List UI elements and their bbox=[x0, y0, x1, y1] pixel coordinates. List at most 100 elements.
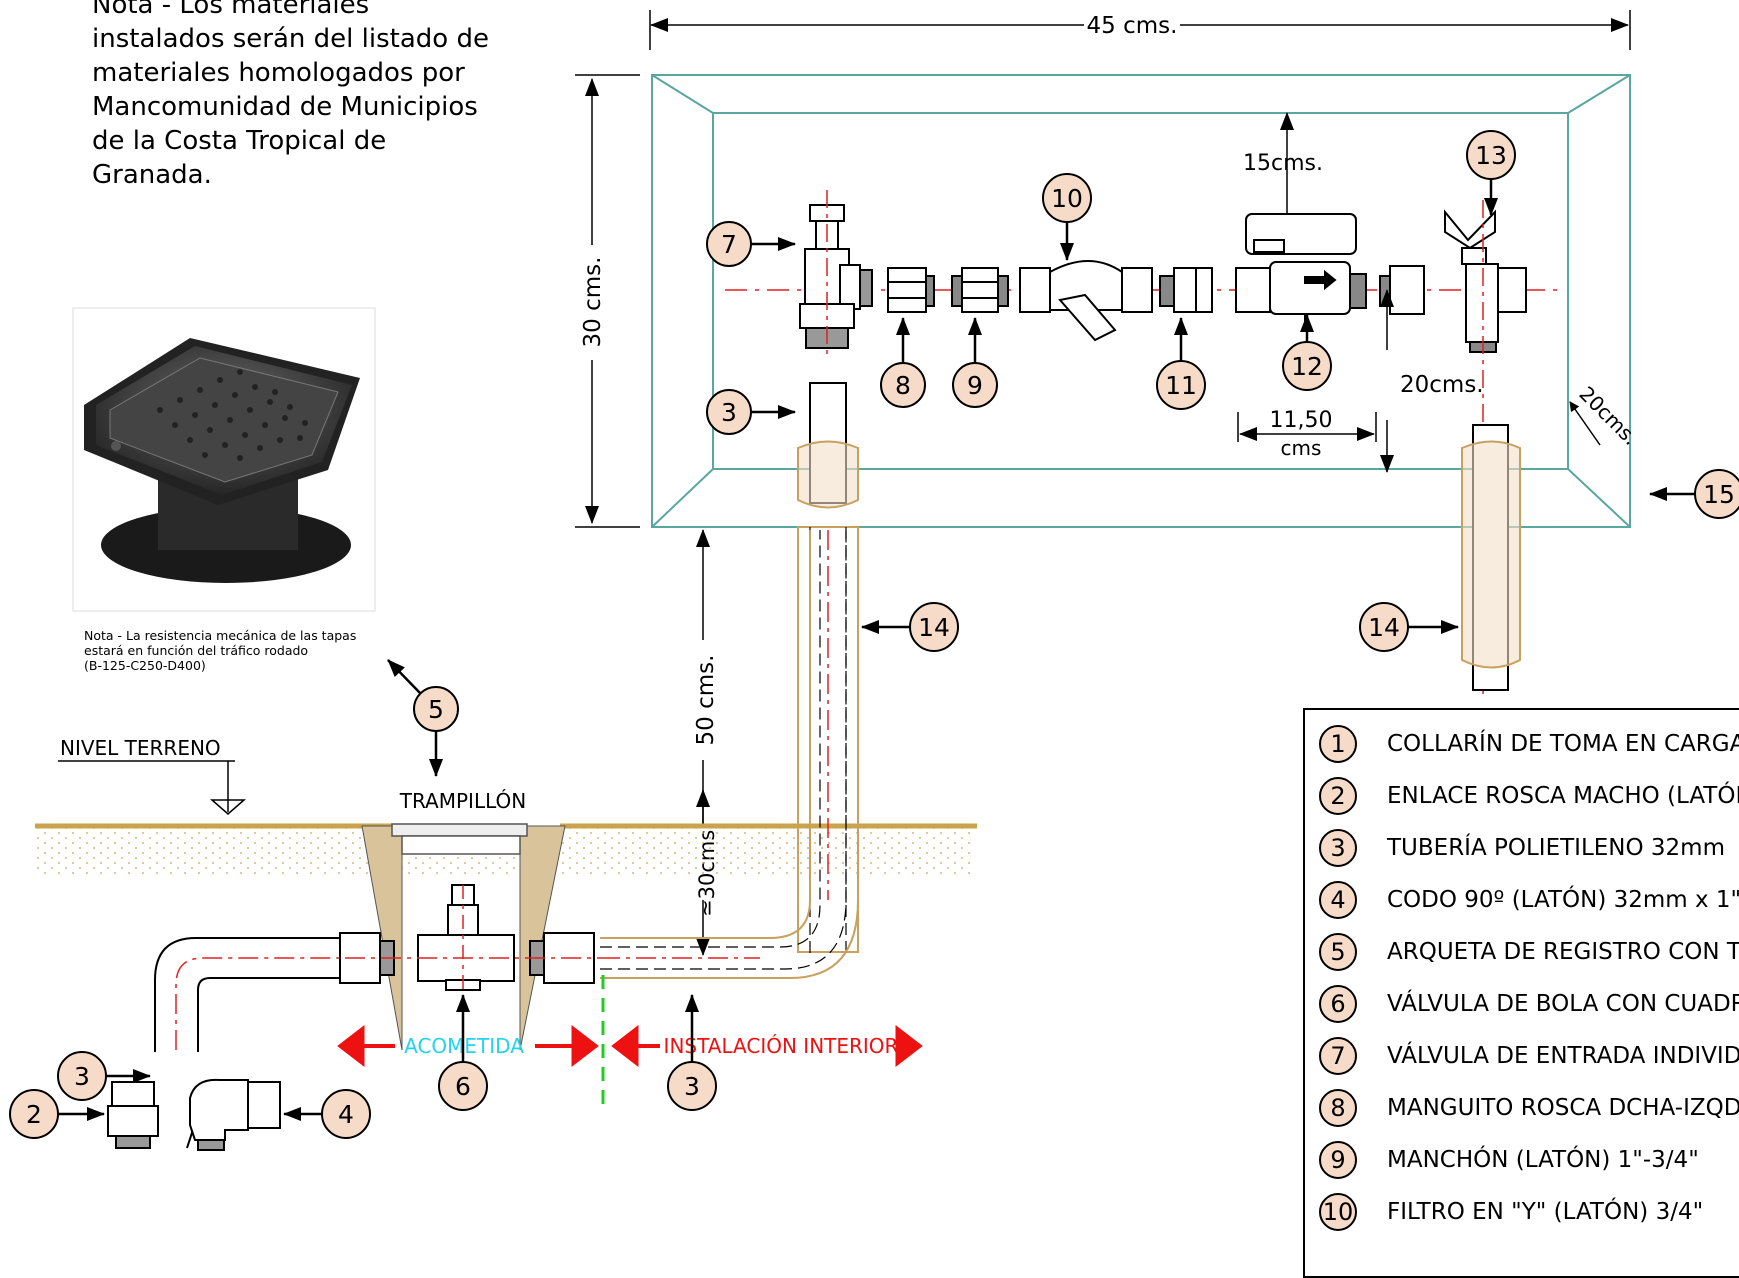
legend-number: 7 bbox=[1319, 1037, 1357, 1075]
materials-note-line: Granada. bbox=[92, 160, 212, 190]
pipe-fittings bbox=[339, 884, 600, 1000]
dimension-30-label: 30 cms. bbox=[580, 257, 606, 348]
legend-text: MANGUITO ROSCA DCHA-IZQDA bbox=[1387, 1095, 1739, 1121]
callout-7-number: 7 bbox=[721, 230, 737, 259]
callout-3-box: 3 bbox=[706, 389, 796, 435]
dimension-50-label: 50 cms. bbox=[693, 655, 719, 746]
callout-14-left-number: 14 bbox=[918, 613, 950, 642]
dimension-45 bbox=[649, 10, 1631, 50]
callout-3-left-number: 3 bbox=[74, 1062, 90, 1091]
callouts: 7 8 9 10 11 12 13 bbox=[9, 130, 1739, 1139]
legend-number: 10 bbox=[1319, 1193, 1357, 1231]
materials-note-line: Nota - Los materiales bbox=[92, 0, 370, 20]
callout-14-right: 14 bbox=[1359, 602, 1459, 652]
callout-11: 11 bbox=[1156, 317, 1206, 410]
dimension-15-label: 15cms. bbox=[1243, 151, 1323, 176]
callout-4-number: 4 bbox=[338, 1100, 354, 1129]
callout-3-left: 3 bbox=[57, 1051, 151, 1101]
lid-note-line: (B-125-C250-D400) bbox=[84, 658, 206, 673]
callout-3-box-number: 3 bbox=[721, 398, 737, 427]
legend-text: VÁLVULA DE ENTRADA INDIVIDUAL bbox=[1387, 1043, 1739, 1069]
callout-13-number: 13 bbox=[1475, 141, 1507, 170]
dimension-20-label: 20cms. bbox=[1400, 372, 1484, 398]
legend-text: FILTRO EN "Y" (LATÓN) 3/4" bbox=[1387, 1199, 1704, 1225]
interior-label: INSTALACIÓN INTERIOR bbox=[664, 1034, 899, 1058]
lid-note-line: estará en función del tráfico rodado bbox=[84, 643, 309, 658]
callout-10: 10 bbox=[1042, 173, 1092, 261]
legend-text: COLLARÍN DE TOMA EN CARGA bbox=[1387, 731, 1739, 757]
callout-12: 12 bbox=[1282, 314, 1332, 391]
callout-2: 2 bbox=[9, 1089, 105, 1139]
legend-text: ENLACE ROSCA MACHO (LATÓN) bbox=[1387, 783, 1739, 809]
legend-text: CODO 90º (LATÓN) 32mm x 1" bbox=[1387, 887, 1739, 913]
meter-box bbox=[651, 74, 1631, 528]
materials-note-line: Mancomunidad de Municipios bbox=[92, 92, 478, 122]
callout-3-trench: 3 bbox=[667, 994, 717, 1111]
callout-5-number: 5 bbox=[428, 695, 444, 724]
legend-text: MANCHÓN (LATÓN) 1"-3/4" bbox=[1387, 1147, 1699, 1173]
dimension-20-diagonal bbox=[1569, 401, 1601, 446]
trapdoor-lid bbox=[391, 823, 528, 855]
materials-note-line: de la Costa Tropical de bbox=[92, 126, 387, 156]
callout-6: 6 bbox=[438, 994, 488, 1111]
lid-resistance-note: Nota - La resistencia mecánica de las ta… bbox=[84, 628, 384, 673]
dimension-11-50-value: 11,50 bbox=[1270, 408, 1333, 433]
callout-15-number: 15 bbox=[1703, 480, 1735, 509]
dimension-30 bbox=[575, 74, 640, 528]
callout-8-number: 8 bbox=[895, 371, 911, 400]
coupling bbox=[951, 267, 1009, 313]
y-filter bbox=[1019, 260, 1153, 342]
acometida-arrow bbox=[337, 1024, 923, 1068]
trapdoor-label: TRAMPILLÓN bbox=[399, 789, 526, 813]
dimension-45-label: 45 cms. bbox=[1087, 13, 1178, 39]
callout-12-number: 12 bbox=[1291, 352, 1323, 381]
entry-valve bbox=[799, 190, 873, 360]
dimension-11-50 bbox=[1237, 412, 1377, 442]
callout-9: 9 bbox=[952, 317, 998, 408]
legend-table: 1 COLLARÍN DE TOMA EN CARGA 2 ENLACE ROS… bbox=[1303, 708, 1739, 1278]
callout-6-number: 6 bbox=[455, 1072, 471, 1101]
callout-13: 13 bbox=[1466, 130, 1516, 216]
male-union-part bbox=[107, 1081, 159, 1149]
outlet-valve bbox=[1379, 200, 1527, 700]
riser-pipe-left bbox=[797, 382, 859, 955]
materials-note-line: materiales homologados por bbox=[92, 58, 465, 88]
legend-number: 5 bbox=[1319, 933, 1357, 971]
callout-4: 4 bbox=[283, 1089, 371, 1139]
riser-pipe-right bbox=[1461, 424, 1521, 691]
callout-3-trench-number: 3 bbox=[684, 1072, 700, 1101]
materials-note-line: instalados serán del listado de bbox=[92, 24, 489, 54]
threaded-sleeve bbox=[887, 267, 935, 313]
legend-text: VÁLVULA DE BOLA CON CUADRADILLO bbox=[1387, 991, 1739, 1017]
materials-note: Nota - Los materiales instalados serán d… bbox=[92, 0, 512, 192]
elbow-part bbox=[189, 1078, 281, 1151]
callout-11-number: 11 bbox=[1165, 371, 1197, 400]
callout-9-number: 9 bbox=[967, 371, 983, 400]
lid-photo bbox=[72, 307, 376, 612]
check-fitting bbox=[1159, 267, 1213, 313]
legend-number: 3 bbox=[1319, 829, 1357, 867]
dimension-11-50-unit: cms bbox=[1281, 436, 1322, 460]
service-pipe bbox=[154, 530, 859, 1052]
callout-5: 5 bbox=[387, 659, 459, 777]
dimension-20-diagonal-label: 20cms. bbox=[1574, 382, 1642, 450]
callout-14-left: 14 bbox=[861, 602, 959, 652]
water-meter bbox=[1235, 213, 1367, 324]
ground-level-label: NIVEL TERRENO bbox=[60, 736, 221, 760]
legend-number: 6 bbox=[1319, 985, 1357, 1023]
ground-level-marker bbox=[58, 760, 246, 815]
legend-number: 4 bbox=[1319, 881, 1357, 919]
callout-7: 7 bbox=[706, 221, 796, 267]
legend-text: ARQUETA DE REGISTRO CON TAPA bbox=[1387, 939, 1739, 965]
callout-8: 8 bbox=[880, 317, 926, 408]
legend-number: 8 bbox=[1319, 1089, 1357, 1127]
callout-14-right-number: 14 bbox=[1368, 613, 1400, 642]
legend-number: 1 bbox=[1319, 725, 1357, 763]
lid-note-line: Nota - La resistencia mecánica de las ta… bbox=[84, 628, 357, 643]
callout-10-number: 10 bbox=[1051, 184, 1083, 213]
callout-2-number: 2 bbox=[26, 1100, 42, 1129]
legend-text: TUBERÍA POLIETILENO 32mm bbox=[1387, 835, 1725, 861]
callout-15: 15 bbox=[1649, 469, 1739, 519]
legend-number: 2 bbox=[1319, 777, 1357, 815]
